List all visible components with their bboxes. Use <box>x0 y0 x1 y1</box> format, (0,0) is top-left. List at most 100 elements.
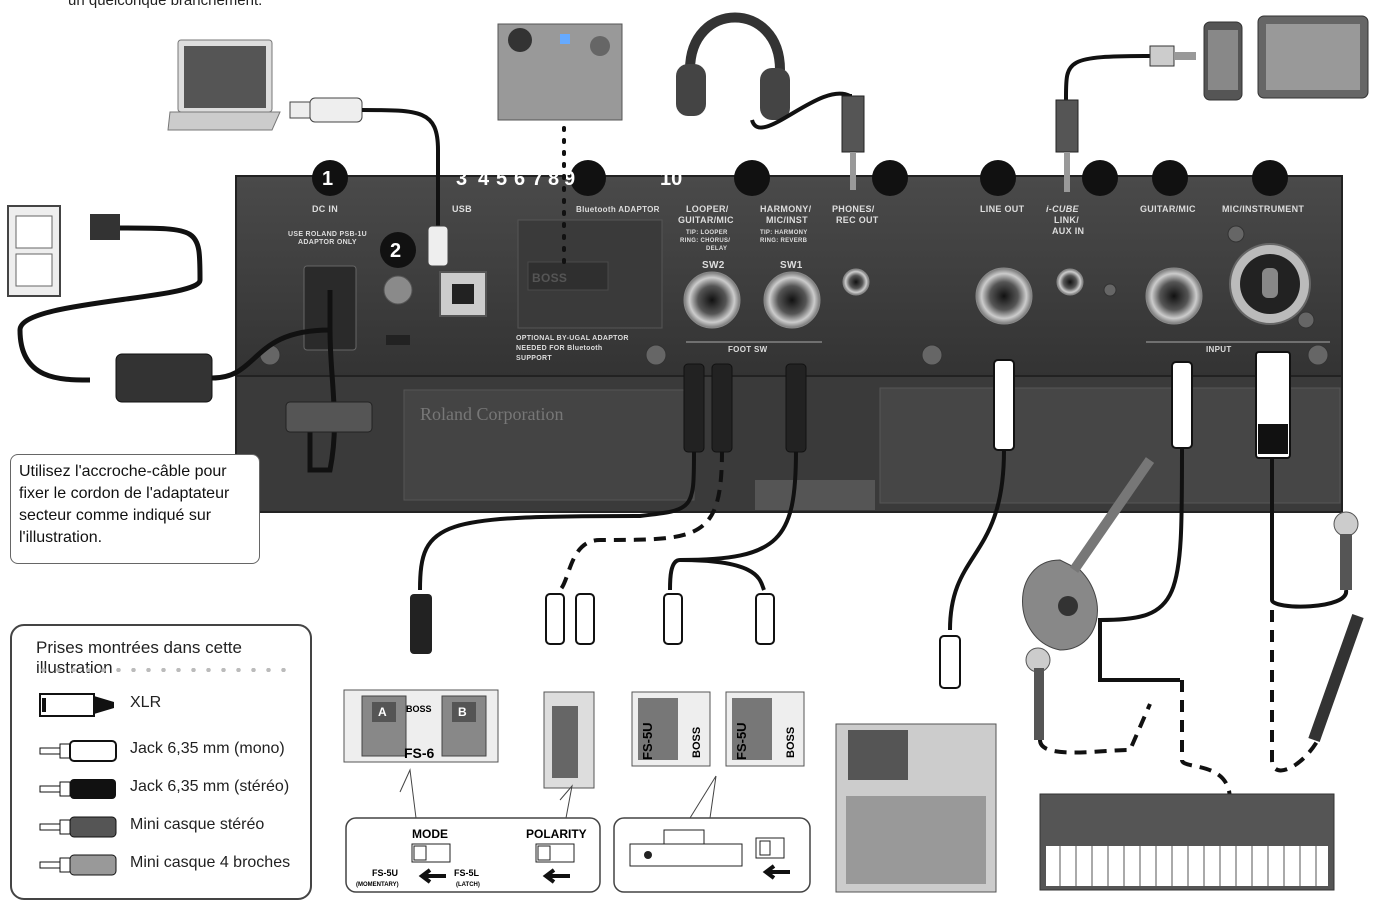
marker-3: 3 <box>456 168 467 190</box>
label-harmony: HARMONY/ <box>760 204 812 214</box>
label-bt-note3: SUPPORT <box>516 355 552 362</box>
acoustic-guitar-icon <box>1022 457 1155 651</box>
mini-stereo-jack-icon <box>39 816 117 838</box>
fs5l-mode-label: FS-5L <box>454 868 480 878</box>
microphone-icon <box>1333 511 1359 590</box>
legend-label-xlr: XLR <box>130 694 162 711</box>
label-icube3: AUX IN <box>1052 226 1084 236</box>
mixer-icon <box>835 723 997 893</box>
fs5u-1-label: FS-5U <box>640 722 655 760</box>
legend-title: Prises montrées dans cette illustration <box>36 638 242 677</box>
label-harmony2: MIC/INST <box>766 215 808 225</box>
marker-1: 1 <box>322 168 333 190</box>
wall-outlet-icon <box>7 205 61 297</box>
fs6-pedal: A B BOSS FS-6 <box>343 689 499 763</box>
fs5u-pedal-1: FS-5U BOSS <box>631 691 711 767</box>
label-harmony-ring: RING: REVERB <box>760 238 808 244</box>
xlr-plug-icon <box>39 693 114 717</box>
footswitch-cables <box>418 449 798 592</box>
laptop-icon <box>167 39 281 131</box>
fs6-b-label: B <box>458 705 467 719</box>
fs5u-switch-box <box>613 775 811 893</box>
label-bt: Bluetooth ADAPTOR <box>576 205 660 214</box>
headphones-icon <box>676 12 865 190</box>
label-line-out: LINE OUT <box>980 204 1025 214</box>
footswitch-plugs <box>410 363 807 654</box>
legend-row-mini-4pin: Mini casque 4 broches <box>12 850 312 880</box>
mono-jack-icon <box>39 740 117 762</box>
marker-6: 6 <box>514 168 525 190</box>
callout-line-4: l'illustration. <box>19 529 103 546</box>
intro-text: un quelconque branchement. <box>68 0 263 9</box>
guitar-input-cable <box>1098 361 1232 801</box>
callout-line-2: fixer le cordon de l'adaptateur <box>19 485 230 502</box>
label-mic-inst: MIC/INSTRUMENT <box>1222 204 1304 214</box>
bluetooth-adaptor-icon <box>497 23 623 272</box>
label-looper-tip: TIP: LOOPER <box>686 230 728 236</box>
plug-legend: Prises montrées dans cette illustration … <box>10 624 312 900</box>
marker-7: 7 <box>532 168 543 190</box>
marker-8: 8 <box>548 168 559 190</box>
polarity-pedal <box>543 691 595 789</box>
mode-polarity-box: MODE POLARITY FS-5U (MOMENTARY) FS-5L (L… <box>345 768 601 893</box>
label-dc-in-note: USE ROLAND PSB-1U <box>288 231 367 238</box>
label-input: INPUT <box>1206 345 1232 354</box>
fs5u-1-boss: BOSS <box>691 727 703 758</box>
mode-label: MODE <box>412 827 448 841</box>
line-out-cable <box>939 359 1015 689</box>
label-usb: USB <box>452 204 472 214</box>
label-sw1: SW1 <box>780 260 803 271</box>
keyboard-icon <box>1039 793 1335 891</box>
legend-dots <box>36 668 286 672</box>
fs5u-mode-sub: (MOMENTARY) <box>356 882 399 888</box>
usb-cable <box>289 97 449 267</box>
marker-5: 5 <box>496 168 507 190</box>
legend-label-stereo: Jack 6,35 mm (stéréo) <box>130 778 290 795</box>
label-bt-note1: OPTIONAL BY-UGAL ADAPTOR <box>516 335 629 342</box>
wind-instrument-icon <box>1308 613 1364 743</box>
legend-row-mini-stereo: Mini casque stéréo <box>12 812 312 842</box>
legend-row-mono: Jack 6,35 mm (mono) <box>12 736 312 766</box>
label-looper2: GUITAR/MIC <box>678 215 734 225</box>
label-looper-ring2: DELAY <box>706 246 727 252</box>
label-dc-in: DC IN <box>312 204 338 214</box>
fs5u-pedal-2: FS-5U BOSS <box>725 691 805 767</box>
label-icube2: LINK/ <box>1054 215 1079 225</box>
legend-label-mini-4pin: Mini casque 4 broches <box>130 854 291 871</box>
legend-label-mono: Jack 6,35 mm (mono) <box>130 740 285 757</box>
panel-jacks: BOSS <box>303 219 1311 351</box>
label-icube: i-CUBE <box>1046 204 1079 214</box>
fs5l-mode-sub: (LATCH) <box>456 882 480 888</box>
fs5u-mode-label: FS-5U <box>372 868 398 878</box>
marker-10: 10 <box>660 168 682 190</box>
marker-9: 9 <box>564 168 575 190</box>
xlr-mic-cable <box>1255 351 1348 773</box>
dynamic-mic-icon <box>1025 647 1152 755</box>
number-markers: 1 2 3 4 5 6 7 8 9 10 <box>312 160 1288 268</box>
marker-2: 2 <box>390 240 401 262</box>
label-looper: LOOPER/ <box>686 204 729 214</box>
cable-hook-callout: Utilisez l'accroche-câble pour fixer le … <box>10 454 260 564</box>
smartphone-tablet-icon <box>1055 15 1369 192</box>
legend-row-xlr: XLR <box>12 690 312 720</box>
fs6-a-label: A <box>378 705 387 719</box>
keyboard-keys <box>1059 846 1317 886</box>
label-bt-note2: NEEDED FOR Bluetooth <box>516 345 603 352</box>
mini-4pin-jack-icon <box>39 854 117 876</box>
panel-labels: DC IN USE ROLAND PSB-1U ADAPTOR ONLY USB… <box>288 204 1330 424</box>
fs5u-2-label: FS-5U <box>734 722 749 760</box>
label-phones2: REC OUT <box>836 215 879 225</box>
label-roland: Roland Corporation <box>420 404 563 424</box>
polarity-label: POLARITY <box>526 827 587 841</box>
label-harmony-tip: TIP: HARMONY <box>760 230 808 236</box>
label-dc-in-note2: ADAPTOR ONLY <box>298 239 357 246</box>
power-adapter-icon <box>17 214 373 473</box>
legend-row-stereo: Jack 6,35 mm (stéréo) <box>12 774 312 804</box>
callout-line-1: Utilisez l'accroche-câble pour <box>19 463 227 480</box>
label-boss-slot: BOSS <box>532 271 567 285</box>
label-looper-ring: RING: CHORUS/ <box>680 238 730 244</box>
legend-label-mini-stereo: Mini casque stéréo <box>130 816 265 833</box>
label-sw2: SW2 <box>702 260 725 271</box>
fs6-name-label: FS-6 <box>404 745 435 761</box>
